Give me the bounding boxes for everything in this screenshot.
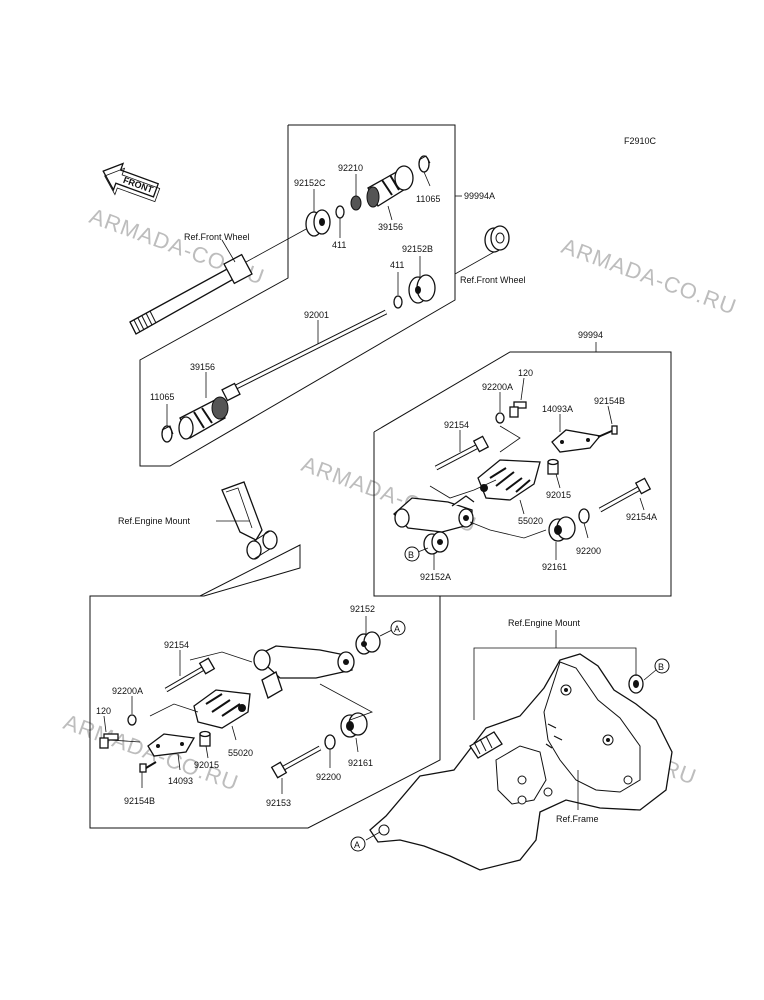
clip-11065-top bbox=[418, 155, 431, 173]
washer-411-mid bbox=[393, 295, 403, 309]
bracket-14093a bbox=[551, 429, 602, 453]
group-left: Ref.Engine Mount 92152 A 92154 bbox=[89, 481, 441, 829]
spacer-92152b bbox=[408, 274, 436, 304]
label-92153: 92153 bbox=[266, 798, 291, 808]
washer-92200-left bbox=[324, 734, 336, 750]
label-92152a: 92152A bbox=[420, 572, 451, 582]
bolt-92154-left bbox=[164, 657, 216, 693]
label-92152-left: 92152 bbox=[350, 604, 375, 614]
group-99994a: 99994A Ref.Front Wheel 92152C bbox=[129, 124, 526, 467]
callout-a-lower-text: A bbox=[354, 840, 360, 850]
label-55020-left: 55020 bbox=[228, 748, 253, 758]
slider-39156-top bbox=[366, 165, 414, 208]
engine-mount-ref-left bbox=[221, 481, 278, 560]
mount-bracket-left bbox=[253, 645, 355, 699]
spacer-92152-left bbox=[355, 631, 381, 655]
spacer-92161-right bbox=[548, 516, 576, 542]
ref-engine-mount-left: Ref.Engine Mount bbox=[118, 516, 191, 526]
label-92154b-left: 92154B bbox=[124, 796, 155, 806]
label-39156-low: 39156 bbox=[190, 362, 215, 372]
frame-assembly bbox=[369, 653, 673, 871]
callout-b-right-text: B bbox=[658, 662, 664, 672]
callout-b-right bbox=[654, 658, 670, 674]
bolt-92154a bbox=[598, 477, 652, 513]
slider-39156-low bbox=[178, 396, 229, 440]
spacer-92152c bbox=[305, 209, 331, 237]
label-120-right: 120 bbox=[518, 368, 533, 378]
bolt-92001 bbox=[221, 309, 388, 402]
label-92152b: 92152B bbox=[402, 244, 433, 254]
label-92200-right: 92200 bbox=[576, 546, 601, 556]
label-92200-left: 92200 bbox=[316, 772, 341, 782]
label-92154-left: 92154 bbox=[164, 640, 189, 650]
bolt-92153 bbox=[270, 745, 322, 779]
slider-55020-left bbox=[193, 689, 251, 729]
label-11065-low: 11065 bbox=[150, 392, 174, 402]
label-92161-left: 92161 bbox=[348, 758, 373, 768]
collar-92015-right bbox=[547, 458, 559, 475]
front-wheel-spacer-right bbox=[484, 225, 510, 253]
callout-a-lower bbox=[350, 836, 366, 852]
label-11065-top: 11065 bbox=[416, 194, 440, 204]
label-92001: 92001 bbox=[304, 310, 329, 320]
screw-92154b-right bbox=[597, 425, 618, 438]
label-92200a-left: 92200A bbox=[112, 686, 143, 696]
mount-bracket-right bbox=[393, 495, 475, 533]
callout-b bbox=[404, 546, 420, 562]
bracket-14093 bbox=[147, 733, 196, 757]
nut-92210 bbox=[350, 195, 362, 211]
label-92200a-right: 92200A bbox=[482, 382, 513, 392]
callout-a-upper bbox=[390, 620, 406, 636]
label-411-top: 411 bbox=[332, 240, 346, 250]
group-99994: 99994 120 92200A 14093A 92154B bbox=[373, 330, 672, 597]
figure-code: F2910C bbox=[624, 136, 657, 146]
screw-92154b-left bbox=[139, 761, 157, 773]
front-arrow-icon: FRONT bbox=[102, 162, 161, 203]
washer-92200-right bbox=[578, 508, 590, 524]
slider-55020-right bbox=[477, 459, 541, 501]
bolt-120-right bbox=[509, 401, 527, 418]
label-99994a: 99994A bbox=[464, 191, 495, 201]
callout-a-upper-text: A bbox=[394, 624, 400, 634]
collar-92015-left bbox=[199, 730, 211, 747]
label-92154a: 92154A bbox=[626, 512, 657, 522]
washer-92200a-left bbox=[127, 714, 137, 726]
label-14093: 14093 bbox=[168, 776, 193, 786]
label-92154-right: 92154 bbox=[444, 420, 469, 430]
ref-front-wheel-left: Ref.Front Wheel bbox=[184, 232, 250, 242]
ref-front-wheel-right: Ref.Front Wheel bbox=[460, 275, 526, 285]
spacer-92161-left bbox=[340, 712, 368, 738]
callout-b-text: B bbox=[408, 550, 414, 560]
washer-411 bbox=[335, 205, 345, 219]
label-92015-left: 92015 bbox=[194, 760, 219, 770]
spacer-92152a bbox=[423, 531, 449, 555]
washer-92200a-right bbox=[495, 412, 505, 424]
label-92161-right: 92161 bbox=[542, 562, 567, 572]
label-39156-top: 39156 bbox=[378, 222, 403, 232]
label-92154b-right: 92154B bbox=[594, 396, 625, 406]
label-92210: 92210 bbox=[338, 163, 363, 173]
ref-engine-mount-right: Ref.Engine Mount bbox=[508, 618, 581, 628]
label-411-mid: 411 bbox=[390, 260, 404, 270]
label-99994: 99994 bbox=[578, 330, 603, 340]
ref-frame: Ref.Frame bbox=[556, 814, 599, 824]
label-14093a: 14093A bbox=[542, 404, 573, 414]
watermark: ARMADA-CO.RU bbox=[558, 233, 740, 320]
label-92152c: 92152C bbox=[294, 178, 326, 188]
clip-11065-low bbox=[161, 425, 174, 443]
label-55020-right: 55020 bbox=[518, 516, 543, 526]
label-92015-right: 92015 bbox=[546, 490, 571, 500]
bolt-92154-right bbox=[434, 435, 490, 471]
label-120-left: 120 bbox=[96, 706, 111, 716]
front-axle-shaft bbox=[129, 227, 309, 335]
